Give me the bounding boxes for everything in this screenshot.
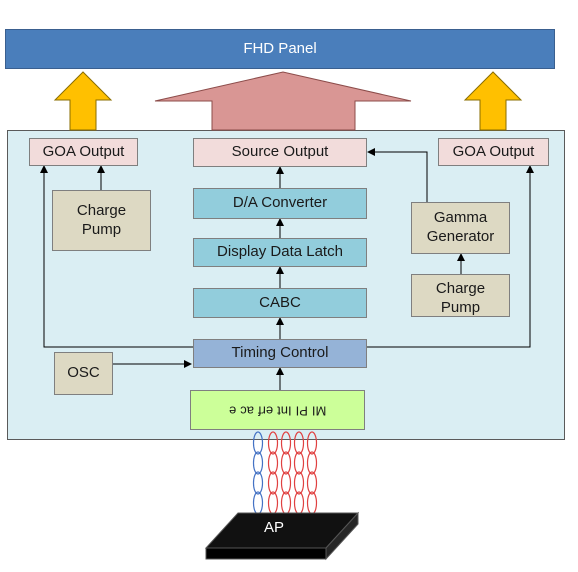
mipi-data-lanes [267, 431, 318, 515]
goa-output-left-label: GOA Output [42, 142, 125, 160]
goa-output-left: GOA Output [29, 138, 138, 166]
mipi-interface-label-part: Int [276, 403, 292, 419]
timing-control: Timing Control [193, 339, 367, 368]
fhd-panel: FHD Panel [5, 29, 555, 69]
source-output: Source Output [193, 138, 367, 167]
mipi-interface-label-part: MI [311, 403, 327, 419]
osc: OSC [54, 352, 113, 395]
charge-pump-left-label: Charge Pump [76, 201, 127, 238]
goa-output-right: GOA Output [438, 138, 549, 166]
ap-chip-label-wrap: AP [226, 516, 322, 538]
mipi-interface-label-part: ac [240, 403, 254, 419]
display-data-latch: Display Data Latch [193, 238, 367, 267]
mipi-interface-label-part: erf [257, 403, 273, 419]
mipi-interface-label-part: e [228, 403, 237, 419]
da-converter: D/A Converter [193, 188, 367, 219]
cabc-label: CABC [259, 293, 301, 311]
mipi-lanes [252, 431, 318, 515]
mipi-interface-label-part: PI [295, 403, 308, 419]
gamma-generator-label: Gamma Generator [426, 209, 495, 245]
goa-right-up-arrow [463, 71, 523, 131]
display-data-latch-label: Display Data Latch [217, 243, 343, 261]
charge-pump-right: Charge Pump [411, 274, 510, 317]
timing-control-label: Timing Control [231, 344, 329, 362]
gamma-generator: Gamma Generator [411, 202, 510, 254]
fhd-panel-label: FHD Panel [243, 39, 317, 57]
goa-output-right-label: GOA Output [452, 142, 535, 160]
ap-chip [204, 511, 360, 561]
source-up-arrow [154, 71, 412, 131]
source-output-label: Source Output [231, 143, 329, 161]
charge-pump-left: Charge Pump [52, 190, 151, 251]
osc-label: OSC [67, 364, 100, 382]
charge-pump-right-label: Charge Pump [435, 280, 486, 316]
cabc: CABC [193, 288, 367, 318]
goa-left-up-arrow [53, 71, 113, 131]
da-converter-label: D/A Converter [232, 194, 328, 212]
ap-chip-label: AP [263, 518, 284, 536]
mipi-clock-lane [252, 431, 264, 515]
